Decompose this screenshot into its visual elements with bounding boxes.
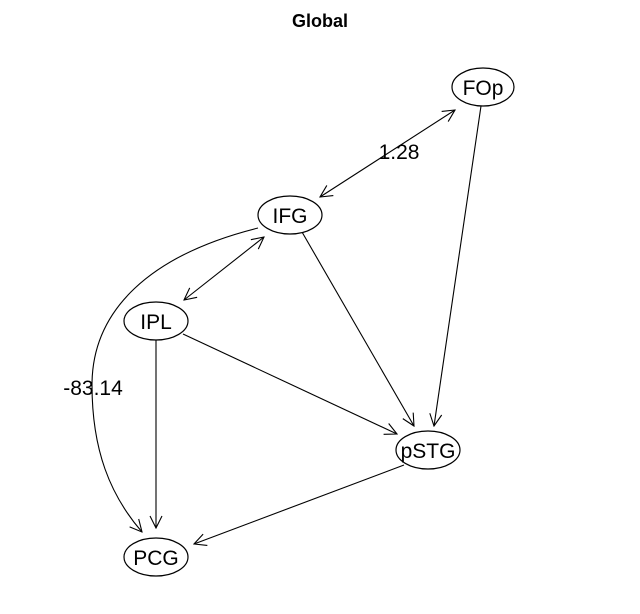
node-ipl-shape xyxy=(123,301,189,341)
node-ipl: IPL xyxy=(123,301,189,341)
node-pstg-shape xyxy=(395,430,461,470)
node-ifg: IFG xyxy=(257,195,323,235)
edge-ipl-pstg xyxy=(182,333,397,434)
edge-pstg-pcg xyxy=(194,464,405,544)
node-fop: FOp xyxy=(451,67,515,107)
edge-ifg-ipl xyxy=(184,237,264,300)
node-pstg: pSTG xyxy=(395,430,461,470)
node-ipl-label: IPL xyxy=(140,311,172,334)
nodes-group: FOp IFG IPL pSTG PCG xyxy=(123,67,515,577)
node-ifg-shape xyxy=(257,195,323,235)
node-pstg-label: pSTG xyxy=(401,440,456,463)
node-fop-shape xyxy=(451,67,515,107)
diagram-title: Global xyxy=(292,11,348,31)
edge-ifg-pstg xyxy=(301,231,414,426)
edge-label-fop-ifg: 1.28 xyxy=(379,141,420,164)
node-pcg-shape xyxy=(123,537,189,577)
node-ifg-label: IFG xyxy=(273,205,308,228)
edge-ifg-pcg xyxy=(91,227,259,532)
edge-label-ifg-pcg: -83.14 xyxy=(63,377,123,400)
node-pcg: PCG xyxy=(123,537,189,577)
node-pcg-label: PCG xyxy=(133,547,179,570)
edge-fop-pstg xyxy=(434,105,482,426)
node-fop-label: FOp xyxy=(463,77,504,100)
edge-fop-ifg xyxy=(320,110,455,197)
edges-group: 1.28 -83.14 xyxy=(63,105,482,544)
